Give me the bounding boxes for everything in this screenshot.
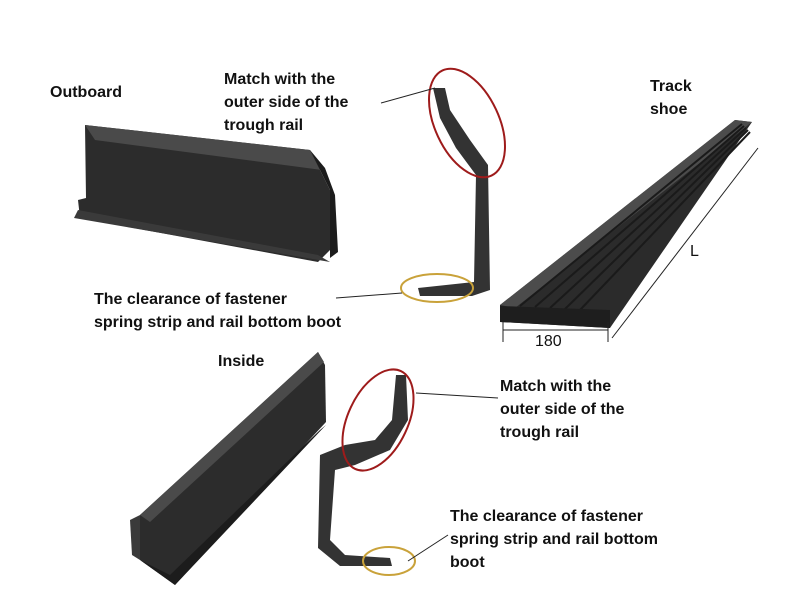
clearance-label-bottom-line-1: The clearance of fastener xyxy=(450,508,643,525)
inside-profile-section xyxy=(318,368,416,576)
clearance-label-bottom-line-3: boot xyxy=(450,554,485,571)
inside-rail-piece xyxy=(130,352,326,585)
track-shoe-label-line-2: shoe xyxy=(650,101,688,118)
match-label-bottom-line-1: Match with the xyxy=(500,378,612,395)
outboard-label: Outboard xyxy=(50,84,122,101)
inside-label: Inside xyxy=(218,353,265,370)
match-label-top-line-1: Match with the xyxy=(224,71,336,88)
clearance-label-bottom-line-2: spring strip and rail bottom xyxy=(450,531,659,548)
outboard-clearance-highlight xyxy=(400,273,474,303)
match-label-bottom-line-2: outer side of the xyxy=(500,401,625,418)
dimension-width-label: 180 xyxy=(535,333,562,350)
track-shoe xyxy=(500,120,759,342)
track-shoe-label: Track shoe xyxy=(650,75,692,121)
dimension-length-label: L xyxy=(690,243,699,260)
clearance-label-top-line-2: spring strip and rail bottom boot xyxy=(94,314,342,331)
clearance-label-top-line-1: The clearance of fastener xyxy=(94,291,287,308)
outboard-rail-piece xyxy=(74,125,338,262)
clearance-label-bottom: The clearance of fastener spring strip a… xyxy=(450,505,658,574)
match-label-top-line-2: outer side of the xyxy=(224,94,349,111)
match-label-top: Match with the outer side of the trough … xyxy=(224,68,348,137)
clearance-label-top: The clearance of fastener spring strip a… xyxy=(94,288,341,334)
outboard-match-highlight xyxy=(428,67,506,179)
match-label-bottom-line-3: trough rail xyxy=(500,424,580,441)
leader-lines xyxy=(335,87,499,562)
match-label-bottom: Match with the outer side of the trough … xyxy=(500,375,624,444)
outboard-profile-section xyxy=(400,67,506,303)
track-shoe-label-line-1: Track xyxy=(650,78,692,95)
dim-line-length xyxy=(611,147,759,339)
match-label-top-line-3: trough rail xyxy=(224,117,304,134)
inside-match-highlight xyxy=(341,368,415,472)
inside-clearance-highlight xyxy=(362,546,416,576)
